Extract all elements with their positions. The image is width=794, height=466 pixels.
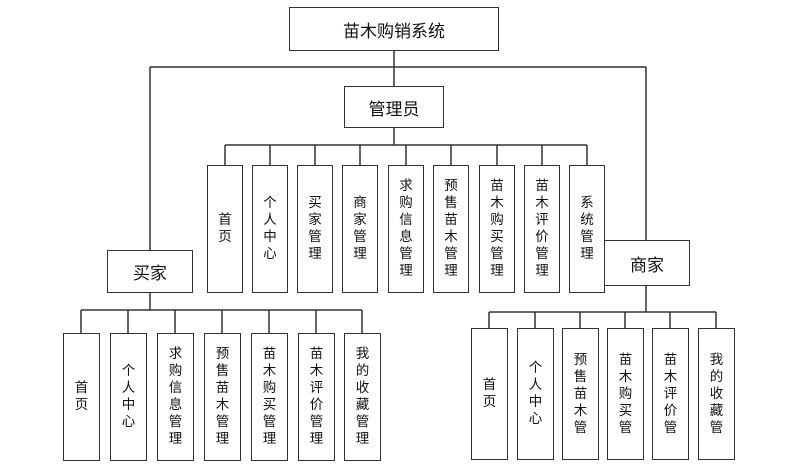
buyer-node-label: 买家 (133, 264, 167, 284)
admin-child-label: 系统管理 (580, 195, 594, 262)
buyer-child-label: 苗木评价管理 (309, 346, 324, 447)
admin-child-node: 商家管理 (342, 165, 378, 293)
buyer-child-node: 苗木评价管理 (298, 333, 335, 461)
seller-child-node: 预售苗木管 (562, 328, 599, 460)
admin-child-label: 买家管理 (308, 195, 322, 262)
admin-child-label: 苗木购买管理 (490, 178, 504, 279)
seller-child-node: 首页 (471, 328, 508, 460)
admin-child-node: 预售苗木管理 (433, 165, 469, 293)
seller-node-label: 商家 (630, 255, 664, 276)
root-node-label: 苗木购销系统 (343, 21, 445, 42)
buyer-child-node: 求购信息管理 (157, 333, 194, 461)
root-node: 苗木购销系统 (289, 7, 499, 51)
seller-child-node: 我的收藏管 (698, 328, 735, 460)
buyer-child-node: 我的收藏管理 (344, 333, 381, 461)
admin-child-label: 商家管理 (353, 195, 367, 262)
buyer-child-label: 首页 (74, 380, 89, 413)
admin-node-label: 管理员 (368, 99, 420, 120)
admin-child-node: 个人中心 (252, 165, 288, 293)
admin-child-node: 买家管理 (297, 165, 333, 293)
admin-node: 管理员 (344, 86, 444, 128)
buyer-child-label: 预售苗木管理 (215, 346, 230, 447)
admin-child-label: 预售苗木管理 (444, 178, 458, 279)
admin-child-label: 个人中心 (263, 195, 277, 262)
seller-child-label: 我的收藏管 (709, 351, 724, 436)
admin-child-label: 苗木评价管理 (535, 178, 549, 279)
admin-child-node: 求购信息管理 (388, 165, 424, 293)
admin-child-node: 系统管理 (569, 165, 605, 293)
buyer-child-label: 苗木购买管理 (262, 346, 277, 447)
buyer-child-label: 我的收藏管理 (355, 346, 370, 447)
buyer-child-node: 首页 (63, 333, 100, 461)
seller-child-node: 苗木评价管 (652, 328, 689, 460)
seller-child-node: 苗木购买管 (607, 328, 644, 460)
seller-child-label: 预售苗木管 (573, 351, 588, 436)
seller-node: 商家 (604, 240, 690, 286)
buyer-node: 买家 (107, 250, 193, 293)
buyer-child-node: 预售苗木管理 (204, 333, 241, 461)
seller-child-label: 个人中心 (528, 360, 543, 427)
buyer-child-label: 个人中心 (121, 363, 136, 430)
seller-child-label: 苗木购买管 (618, 351, 633, 436)
seller-child-label: 苗木评价管 (663, 351, 678, 436)
admin-child-node: 首页 (207, 165, 243, 293)
admin-child-label: 求购信息管理 (399, 178, 413, 279)
admin-child-node: 苗木购买管理 (479, 165, 515, 293)
seller-child-label: 首页 (482, 377, 497, 410)
seller-child-node: 个人中心 (517, 328, 554, 460)
buyer-child-label: 求购信息管理 (168, 346, 183, 447)
admin-child-node: 苗木评价管理 (524, 165, 560, 293)
buyer-child-node: 个人中心 (110, 333, 147, 461)
buyer-child-node: 苗木购买管理 (251, 333, 288, 461)
admin-child-label: 首页 (218, 212, 232, 245)
